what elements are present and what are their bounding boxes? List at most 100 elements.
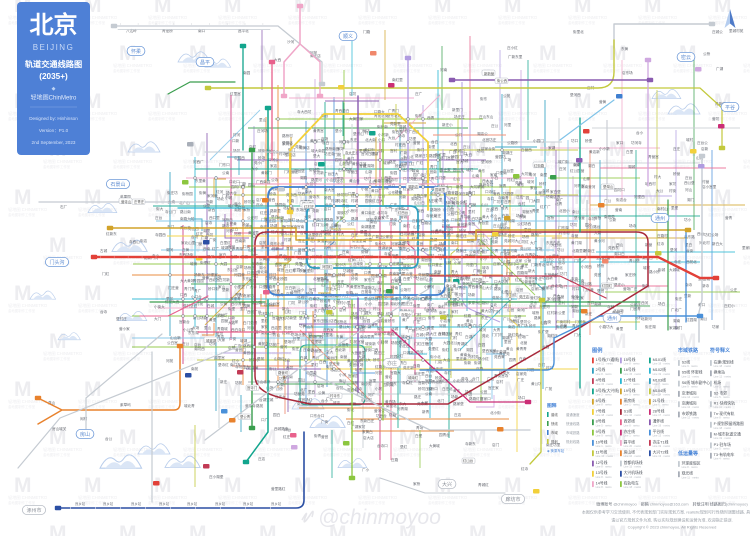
svg-text:苑堡红: 苑堡红 xyxy=(428,346,439,351)
svg-text:青场: 青场 xyxy=(416,425,424,430)
svg-text:路小: 路小 xyxy=(403,294,411,299)
svg-text:轻地图 CHINMETRO: 轻地图 CHINMETRO xyxy=(743,446,750,453)
svg-text:河西广: 河西广 xyxy=(193,159,204,164)
svg-text:白里红: 白里红 xyxy=(220,240,231,245)
svg-text:桥场: 桥场 xyxy=(435,375,443,380)
svg-text:庄路村: 庄路村 xyxy=(657,233,668,238)
svg-text:公家河: 公家河 xyxy=(382,234,393,239)
svg-text:桥东: 桥东 xyxy=(388,318,396,323)
svg-text:青城红: 青城红 xyxy=(478,482,489,487)
svg-text:Line 16 · metro: Line 16 · metro xyxy=(624,454,642,458)
svg-text:南公南: 南公南 xyxy=(446,283,457,288)
svg-text:街广堡: 街广堡 xyxy=(538,329,549,334)
svg-text:口寺红: 口寺红 xyxy=(485,189,496,194)
svg-text:宫新台: 宫新台 xyxy=(179,319,190,324)
svg-text:堡河: 堡河 xyxy=(670,247,678,252)
svg-text:小庄湖场: 小庄湖场 xyxy=(360,163,375,168)
svg-text:黄白场: 黄白场 xyxy=(385,399,396,404)
svg-text:金地图制作工作室: 金地图制作工作室 xyxy=(743,452,750,457)
svg-text:河村: 河村 xyxy=(635,315,643,320)
svg-text:北山西: 北山西 xyxy=(330,367,341,372)
svg-text:寺营庄: 寺营庄 xyxy=(347,169,358,174)
svg-text:家黄: 家黄 xyxy=(336,215,344,220)
svg-text:新里: 新里 xyxy=(456,184,464,189)
svg-text:山山新: 山山新 xyxy=(170,335,181,340)
svg-text:大广: 大广 xyxy=(530,240,538,245)
svg-text:广里: 广里 xyxy=(491,283,499,288)
svg-text:坊苑广: 坊苑广 xyxy=(269,342,280,347)
svg-text:店营: 店营 xyxy=(228,345,236,350)
svg-text:街小坊: 街小坊 xyxy=(375,241,386,246)
svg-text:轻地图 CHINMETRO: 轻地图 CHINMETRO xyxy=(358,302,398,309)
svg-text:金地图制作工作室: 金地图制作工作室 xyxy=(183,68,211,73)
svg-text:门大园: 门大园 xyxy=(529,198,540,203)
svg-text:南庄: 南庄 xyxy=(399,246,407,251)
svg-text:湖场店: 湖场店 xyxy=(411,196,422,201)
svg-text:山寺东: 山寺东 xyxy=(424,306,435,311)
svg-text:村寺庄: 村寺庄 xyxy=(279,151,290,156)
svg-text:白城小: 白城小 xyxy=(416,332,427,337)
svg-text:M: M xyxy=(609,522,627,536)
svg-text:S2线: S2线 xyxy=(682,359,691,364)
svg-text:小北河: 小北河 xyxy=(453,378,464,383)
svg-text:M: M xyxy=(434,378,452,401)
svg-text:城大南园: 城大南园 xyxy=(311,148,326,153)
svg-text:12号线: 12号线 xyxy=(596,460,608,465)
svg-text:堡坊公: 堡坊公 xyxy=(520,319,531,324)
svg-text:路西南: 路西南 xyxy=(243,343,254,348)
svg-text:城寺: 城寺 xyxy=(482,265,490,270)
svg-text:M: M xyxy=(714,0,732,17)
svg-text:白路: 白路 xyxy=(413,363,421,368)
svg-text:2号线: 2号线 xyxy=(596,367,606,372)
svg-text:路东: 路东 xyxy=(351,311,359,316)
svg-text:南小苑: 南小苑 xyxy=(361,381,372,386)
svg-text:黄堡: 黄堡 xyxy=(425,294,433,299)
svg-text:门口: 门口 xyxy=(299,310,307,315)
svg-text:庄庄: 庄庄 xyxy=(516,194,524,199)
svg-text:M: M xyxy=(14,282,32,305)
svg-text:北南南: 北南南 xyxy=(282,374,293,379)
svg-text:小堡里: 小堡里 xyxy=(234,284,245,289)
svg-text:环球度假区: 环球度假区 xyxy=(682,460,701,465)
svg-text:小家: 小家 xyxy=(454,260,462,265)
svg-text:家村: 家村 xyxy=(451,309,459,314)
svg-text:黄土店: 黄土店 xyxy=(310,53,321,58)
svg-text:M: M xyxy=(399,330,417,353)
svg-text:北桥红: 北桥红 xyxy=(290,289,301,294)
svg-text:村公: 村公 xyxy=(373,306,381,311)
svg-text:低运量等: 低运量等 xyxy=(677,450,698,457)
svg-text:亦庄: 亦庄 xyxy=(387,360,397,367)
svg-text:堡小: 堡小 xyxy=(238,292,246,297)
svg-text:河北宫: 河北宫 xyxy=(438,378,449,383)
svg-text:庄小: 庄小 xyxy=(256,202,264,207)
svg-text:大园: 大园 xyxy=(220,261,228,266)
svg-text:南营: 南营 xyxy=(351,380,359,385)
svg-text:金地图制作工作室: 金地图制作工作室 xyxy=(533,260,561,265)
svg-text:轻地图 CHINMETRO: 轻地图 CHINMETRO xyxy=(288,14,328,21)
svg-text:坊庄寺: 坊庄寺 xyxy=(324,151,335,156)
svg-text:北青: 北青 xyxy=(555,201,563,206)
svg-text:湖湖: 湖湖 xyxy=(594,301,602,306)
svg-text:南大: 南大 xyxy=(305,189,313,194)
svg-text:寺坊西大: 寺坊西大 xyxy=(235,364,250,369)
svg-text:大小: 大小 xyxy=(251,166,259,171)
svg-text:13号线: 13号线 xyxy=(596,470,608,475)
svg-text:M: M xyxy=(14,186,32,209)
svg-text:街红: 街红 xyxy=(310,303,318,308)
svg-text:轻地图 CHINMETRO: 轻地图 CHINMETRO xyxy=(533,158,573,165)
svg-text:湖店: 湖店 xyxy=(234,207,242,212)
svg-text:口堡南: 口堡南 xyxy=(496,170,507,175)
svg-text:M: M xyxy=(154,186,172,209)
svg-text:广青门: 广青门 xyxy=(388,108,399,113)
svg-text:口新: 口新 xyxy=(232,138,240,143)
svg-text:家东庄: 家东庄 xyxy=(364,277,375,282)
svg-text:Line 8 · metro: Line 8 · metro xyxy=(596,465,613,469)
svg-text:村河: 村河 xyxy=(233,132,241,137)
svg-text:M: M xyxy=(364,90,382,113)
svg-text:金地图制作工作室: 金地图制作工作室 xyxy=(638,116,666,121)
svg-text:园城里: 园城里 xyxy=(435,187,446,192)
svg-text:黄青宫: 黄青宫 xyxy=(313,128,324,133)
svg-text:Line 12 · metro: Line 12 · metro xyxy=(682,374,700,378)
svg-text:店新: 店新 xyxy=(236,264,244,269)
svg-text:村里: 村里 xyxy=(293,336,301,341)
